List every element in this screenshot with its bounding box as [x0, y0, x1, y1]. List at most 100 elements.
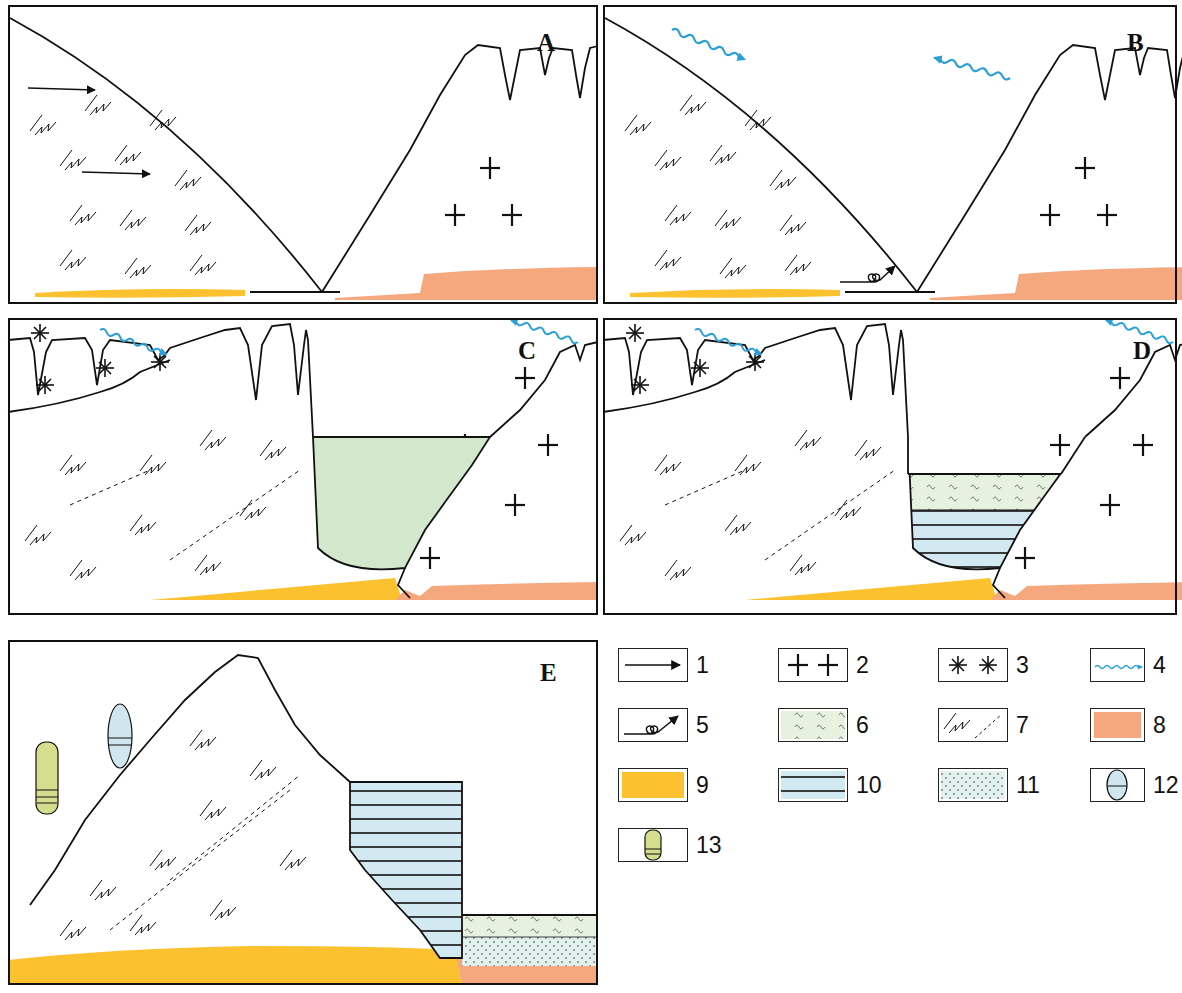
legend-symbols [624, 716, 678, 734]
panel-e-illustration [30, 655, 350, 905]
panel-d: D [603, 318, 1177, 615]
panel-d-illustration [880, 474, 1100, 510]
legend-number: 5 [696, 714, 709, 737]
legend-symbols [944, 713, 970, 733]
panel-letter: D [1133, 338, 1151, 363]
legend-symbols [949, 656, 967, 674]
panel-c-illustration [8, 318, 598, 600]
legend-symbols [1107, 770, 1127, 800]
legend-item: 13 [618, 828, 728, 862]
panel-e-illustration [90, 880, 116, 900]
panel-d-illustration [880, 510, 1100, 610]
legend-item: 5 [618, 708, 728, 742]
panel-d-illustration [908, 474, 1085, 569]
panel-e-illustration [36, 797, 58, 798]
panel-b-illustration [605, 18, 1182, 300]
legend-number: 11 [1016, 774, 1040, 797]
legend-symbols [1107, 786, 1127, 787]
legend-symbols [788, 654, 808, 676]
panel-e-illustration [462, 937, 598, 966]
legend-number: 2 [856, 654, 869, 677]
legend-swatch [1094, 712, 1141, 738]
panel-b-illustration [671, 28, 745, 62]
legend-item: 12 [1090, 768, 1182, 802]
panel-e-illustration [36, 742, 58, 814]
panel-e-illustration [8, 946, 462, 985]
panel-d-illustration [880, 510, 1100, 511]
legend-item: 6 [778, 708, 888, 742]
panel-e-illustration [109, 745, 131, 746]
legend-number: 4 [1153, 654, 1166, 677]
panel-c: C [8, 318, 598, 615]
legend-item: 11 [938, 768, 1048, 802]
panel-d-illustration [603, 318, 1182, 600]
panel-e-illustration [210, 900, 236, 920]
panel-e-illustration [108, 738, 132, 739]
legend-symbols [975, 714, 1002, 738]
panel-letter: A [537, 30, 555, 55]
legend-item: 3 [938, 648, 1048, 682]
panel-e-illustration [462, 914, 598, 916]
legend-symbols [645, 849, 661, 850]
panel-d-illustration [908, 473, 1061, 475]
legend-number: 8 [1153, 714, 1166, 737]
panel-a-illustration [10, 18, 598, 300]
legend-item: 9 [618, 768, 728, 802]
legend-sample-box [618, 648, 688, 682]
panel-e-illustration [8, 655, 598, 985]
panel-e-illustration [37, 803, 57, 804]
legend-item: 4 [1090, 648, 1182, 682]
legend-symbols [941, 771, 1005, 799]
panel-e-illustration [130, 915, 156, 935]
legend-sample-box [618, 768, 688, 802]
panel-b-illustration [671, 28, 745, 62]
panel-d-illustration [1061, 437, 1085, 474]
panel-a-illustration [10, 18, 598, 300]
legend-number: 6 [856, 714, 869, 737]
panel-e-illustration [462, 937, 598, 938]
legend-sample-box [938, 648, 1008, 682]
panel-e-illustration [200, 800, 226, 820]
legend-number: 10 [856, 774, 882, 797]
panel-letter: B [1127, 30, 1144, 55]
legend-sample-box [618, 828, 688, 862]
legend-symbols [781, 771, 845, 799]
legend-item: 10 [778, 768, 888, 802]
panel-d-illustration [908, 474, 1085, 569]
legend-number: 7 [1016, 714, 1029, 737]
panel-e-illustration [36, 790, 58, 791]
panel-e-illustration [60, 920, 86, 940]
panel-e-illustration [110, 790, 290, 930]
legend-item: 2 [778, 648, 888, 682]
panel-e-illustration [108, 704, 132, 768]
legend-sample-box [778, 708, 848, 742]
legend-item: 1 [618, 648, 728, 682]
panel-a-illustration [28, 88, 95, 90]
panel-a: A [8, 5, 598, 304]
legend-symbols [1095, 666, 1142, 669]
legend-number: 12 [1153, 774, 1179, 797]
legend-symbols [646, 854, 660, 855]
panel-e-illustration [350, 782, 462, 958]
panel-e-illustration [150, 850, 176, 870]
legend-symbols [625, 664, 680, 665]
panel-e: E [8, 640, 598, 985]
legend-sample-box [1090, 708, 1145, 742]
legend-number: 13 [696, 834, 722, 857]
panel-b: B [603, 5, 1177, 304]
legend-sample-box [618, 708, 688, 742]
legend-symbols [818, 654, 838, 676]
legend-symbols [781, 711, 845, 739]
panel-b-illustration [934, 55, 1011, 80]
legend-symbols [645, 830, 661, 860]
legend-sample-box [778, 648, 848, 682]
panel-d-illustration [907, 437, 909, 474]
legend-number: 9 [696, 774, 709, 797]
legend-symbols [1095, 666, 1142, 669]
panel-c-illustration [313, 437, 490, 569]
legend-sample-box [1090, 768, 1145, 802]
legend-sample-box [778, 768, 848, 802]
